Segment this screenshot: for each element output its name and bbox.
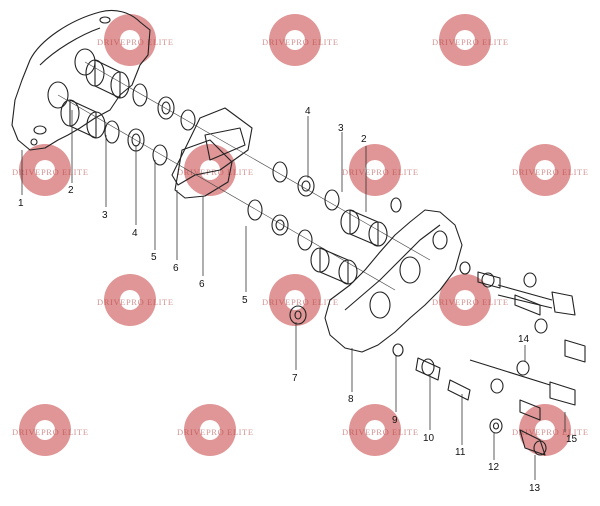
callout-14: 14 <box>518 334 530 345</box>
brake-pad <box>171 107 253 186</box>
watermark-gear-icon <box>19 404 71 456</box>
washer <box>489 418 503 434</box>
watermark-text: DRIVEPRO ELITE <box>12 427 89 437</box>
watermark-text: DRIVEPRO ELITE <box>177 427 254 437</box>
leader-lines <box>21 110 566 480</box>
callout-9: 9 <box>392 415 398 426</box>
callout-12: 12 <box>488 462 500 473</box>
watermark-text: DRIVEPRO ELITE <box>432 297 509 307</box>
washer <box>459 261 471 275</box>
callout-8: 8 <box>348 394 354 405</box>
callout-3: 3 <box>338 123 344 134</box>
callout-2: 2 <box>361 134 367 145</box>
callout-7: 7 <box>292 373 298 384</box>
watermark-text: DRIVEPRO ELITE <box>97 37 174 47</box>
banjo-bolt <box>519 429 547 456</box>
washer <box>390 197 402 213</box>
seal-ring <box>152 144 168 166</box>
washer <box>289 305 307 325</box>
watermark-gear-icon <box>439 274 491 326</box>
seal-ring <box>180 109 196 131</box>
callout-2: 2 <box>68 185 74 196</box>
callout-4: 4 <box>132 228 138 239</box>
watermark-gear-icon <box>519 144 571 196</box>
watermark-text: DRIVEPRO ELITE <box>177 167 254 177</box>
callout-11: 11 <box>455 447 466 458</box>
watermark-gear-icon <box>349 144 401 196</box>
watermark-gear-icon <box>184 404 236 456</box>
watermark-text: DRIVEPRO ELITE <box>342 427 419 437</box>
bolt <box>564 339 586 363</box>
watermark-text: DRIVEPRO ELITE <box>512 167 589 177</box>
callout-4: 4 <box>305 106 311 117</box>
seal-ring <box>104 120 120 144</box>
seal-ring <box>272 161 288 183</box>
washer <box>392 343 404 357</box>
caliper-housing-outer <box>324 209 463 353</box>
piston <box>310 247 358 285</box>
watermark-gear-icon <box>104 14 156 66</box>
watermark-text: DRIVEPRO ELITE <box>432 37 509 47</box>
caliper-housing-inner <box>11 9 151 151</box>
seal-ring <box>324 189 340 211</box>
watermark-text: DRIVEPRO ELITE <box>12 167 89 177</box>
watermark-text: DRIVEPRO ELITE <box>262 297 339 307</box>
bleeder-fitting <box>415 357 441 381</box>
callout-13: 13 <box>529 483 541 494</box>
watermark-layer: DRIVEPRO ELITE DRIVEPRO ELITE DRIVEPRO E… <box>12 14 589 456</box>
callout-labels: 1 2 2 3 3 4 4 5 5 6 6 7 8 9 10 11 12 13 … <box>18 106 578 494</box>
bleeder-fitting <box>477 271 501 289</box>
watermark-gear-icon <box>184 144 236 196</box>
bleeder-screw <box>447 379 471 401</box>
bolt <box>469 359 576 406</box>
assembly-axis-line <box>57 94 396 291</box>
seal-ring <box>297 229 313 251</box>
piston <box>60 99 106 139</box>
dust-boot <box>297 175 315 197</box>
watermark-gear-icon <box>269 274 321 326</box>
watermark-gear-icon <box>349 404 401 456</box>
piston <box>340 209 388 247</box>
callout-5: 5 <box>151 252 157 263</box>
watermark-gear-icon <box>439 14 491 66</box>
watermark-text: DRIVEPRO ELITE <box>97 297 174 307</box>
watermark-text: DRIVEPRO ELITE <box>342 167 419 177</box>
washer <box>534 318 548 334</box>
callout-10: 10 <box>423 433 435 444</box>
seal-ring <box>247 199 263 221</box>
callout-3: 3 <box>102 210 108 221</box>
callout-5: 5 <box>242 295 248 306</box>
callout-15: 15 <box>566 434 578 445</box>
washer <box>490 378 504 394</box>
watermark-text: DRIVEPRO ELITE <box>512 427 589 437</box>
callout-6: 6 <box>173 263 179 274</box>
bleeder-screw <box>514 294 541 316</box>
bolt <box>497 284 576 316</box>
callout-1: 1 <box>18 198 24 209</box>
watermark-gear-icon <box>104 274 156 326</box>
watermark-text: DRIVEPRO ELITE <box>262 37 339 47</box>
watermark-gear-icon <box>269 14 321 66</box>
dust-boot <box>157 96 175 120</box>
washer <box>523 272 537 288</box>
assembly-axis-line <box>84 61 431 261</box>
watermark-gear-icon <box>19 144 71 196</box>
washer <box>516 360 530 376</box>
dust-boot <box>271 214 289 236</box>
callout-6: 6 <box>199 279 205 290</box>
bolt <box>519 399 541 421</box>
seal-ring <box>132 83 148 107</box>
